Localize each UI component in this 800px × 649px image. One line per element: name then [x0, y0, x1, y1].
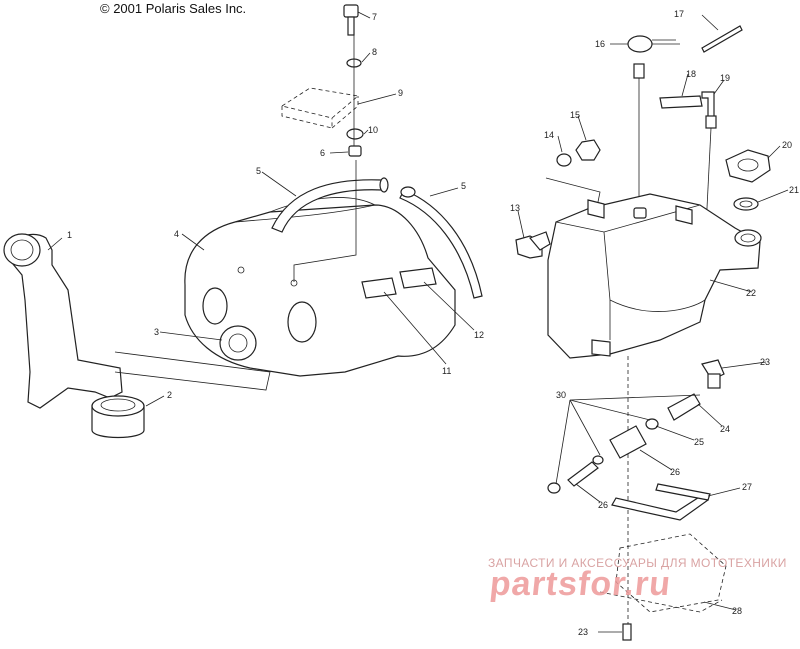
- watermark-tagline: ЗАПЧАСТИ И АКСЕССУАРЫ ДЛЯ МОТОТЕХНИКИ: [488, 556, 787, 570]
- part-5-hose-right: [399, 186, 483, 299]
- part-13-drain-plug: [515, 231, 551, 259]
- callout-11: 11: [442, 366, 451, 376]
- callout-labels: 1 2 3 4 5 5 6 7 8 9 10 11 12 13 14 15 16…: [67, 9, 799, 637]
- callout-10: 10: [368, 125, 378, 135]
- part-2-coupler-boot: [91, 395, 145, 439]
- part-18-hose: [659, 95, 703, 109]
- leader-lines: [47, 11, 789, 633]
- callout-23-lower: 23: [578, 627, 588, 637]
- part-22-oil-tank: [547, 193, 762, 359]
- part-24-check-valve: [667, 393, 701, 421]
- callout-8: 8: [372, 47, 377, 57]
- part-6-nut: [348, 145, 362, 157]
- part-17-pin: [701, 25, 743, 53]
- callout-16: 16: [595, 39, 605, 49]
- part-7-bolt: [343, 4, 359, 36]
- callout-12: 12: [474, 330, 484, 340]
- callout-26-filter: 26: [670, 467, 680, 477]
- callout-27: 27: [742, 482, 752, 492]
- part-26-inline-filter: [609, 425, 647, 459]
- part-1-intake-elbow: [3, 233, 123, 409]
- callout-1: 1: [67, 230, 72, 240]
- callout-2: 2: [167, 390, 172, 400]
- callout-4: 4: [174, 229, 179, 239]
- part-5-hose-upper: [271, 177, 389, 233]
- callout-19: 19: [720, 73, 730, 83]
- callout-24: 24: [720, 424, 730, 434]
- callout-5-right: 5: [461, 181, 466, 191]
- callout-13: 13: [510, 203, 520, 213]
- part-26-hose-segment: [567, 461, 599, 487]
- callout-22: 22: [746, 288, 756, 298]
- part-27-strap: [611, 483, 711, 521]
- part-15-nut: [575, 139, 601, 161]
- callout-30: 30: [556, 390, 566, 400]
- callout-23-upper: 23: [760, 357, 770, 367]
- part-9-bracket: [280, 87, 359, 129]
- part-25-clamp: [645, 418, 659, 430]
- callout-3: 3: [154, 327, 159, 337]
- part-3-grommet: [219, 325, 257, 361]
- part-19-fitting: [701, 91, 717, 129]
- callout-15: 15: [570, 110, 580, 120]
- callout-9: 9: [398, 88, 403, 98]
- callout-5-upper: 5: [256, 166, 261, 176]
- part-29-screw: [622, 623, 632, 641]
- callout-20: 20: [782, 140, 792, 150]
- callout-14: 14: [544, 130, 554, 140]
- copyright-notice: © 2001 Polaris Sales Inc.: [100, 1, 247, 16]
- part-14-washer: [556, 153, 572, 167]
- watermark-logo: partsfor.ru: [488, 565, 674, 603]
- callout-26-hose: 26: [598, 500, 608, 510]
- part-20-filler-cap: [725, 149, 771, 183]
- callout-21: 21: [789, 185, 799, 195]
- callout-28: 28: [732, 606, 742, 616]
- part-21-gasket: [733, 197, 759, 211]
- callout-18: 18: [686, 69, 696, 79]
- callout-17: 17: [674, 9, 684, 19]
- part-16-sender-cap: [627, 35, 680, 208]
- callout-7: 7: [372, 12, 377, 22]
- callout-6: 6: [320, 148, 325, 158]
- part-23-elbow-fitting: [701, 359, 725, 389]
- callout-25: 25: [694, 437, 704, 447]
- part-30-clamps: [547, 394, 701, 494]
- part-28-mount-plate: [599, 533, 727, 613]
- part-10-washer: [346, 128, 364, 140]
